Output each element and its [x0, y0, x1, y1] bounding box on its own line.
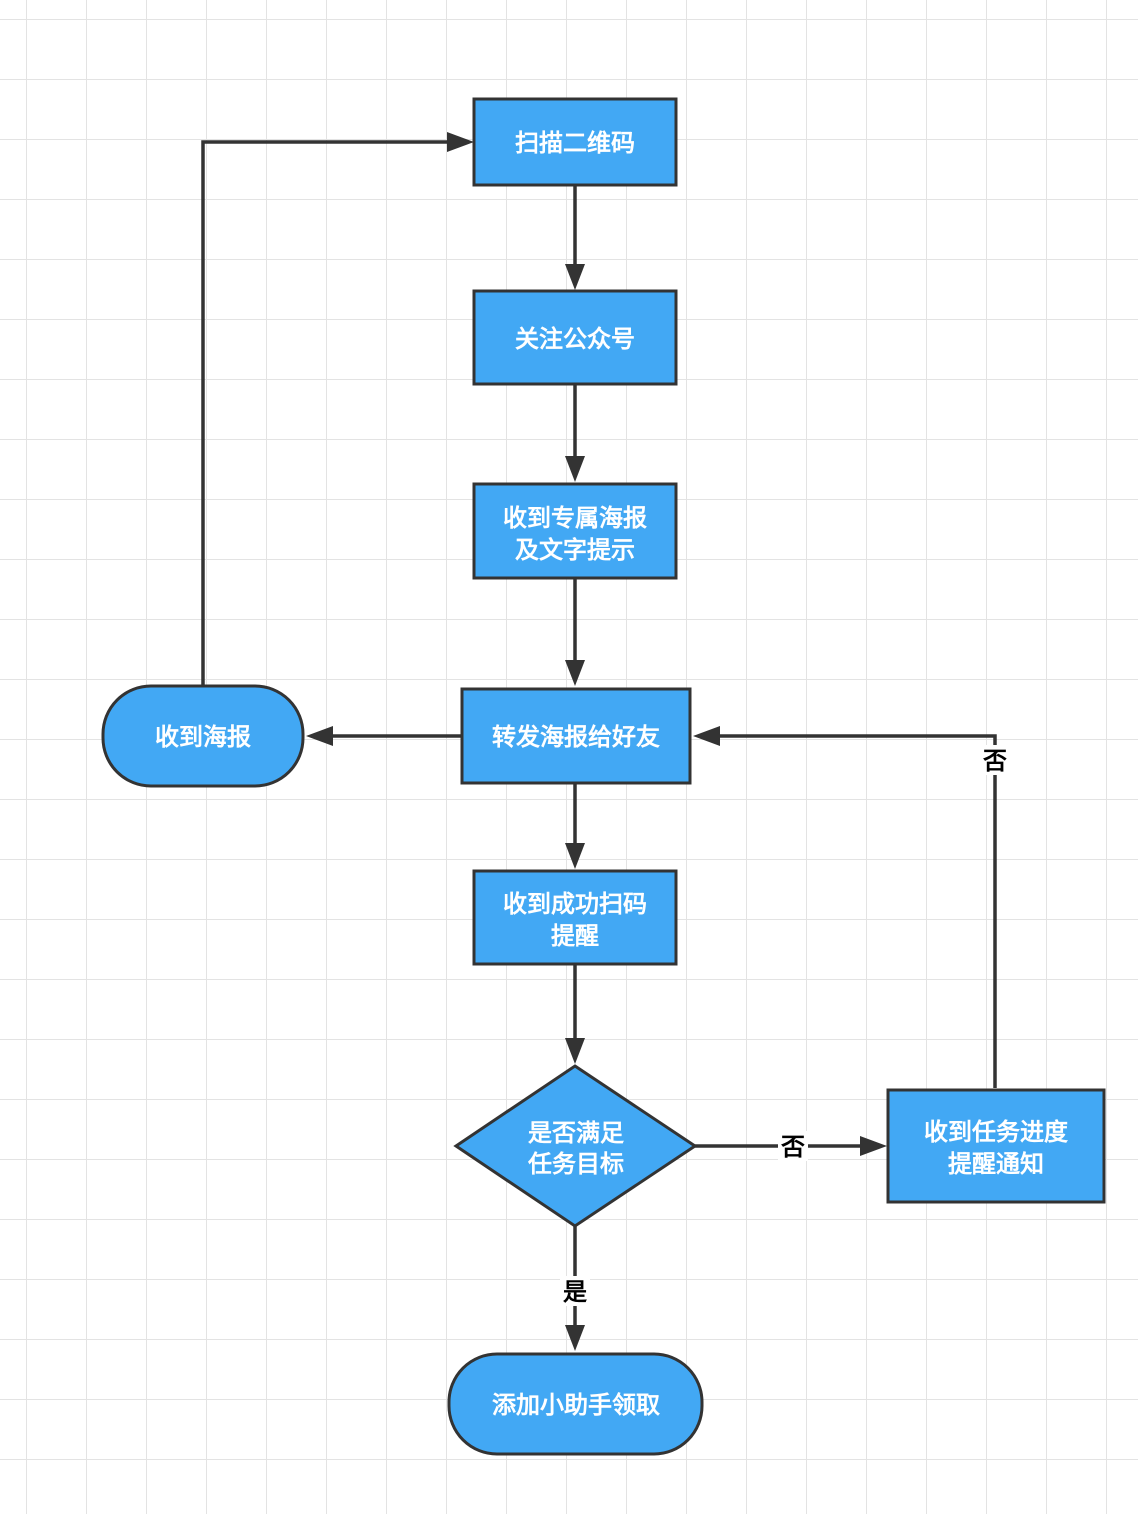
- process-box: [472, 97, 678, 187]
- node-label: 收到海报: [155, 723, 251, 751]
- node-label-line-1: 收到成功扫码: [503, 890, 647, 918]
- process-box: [472, 482, 678, 580]
- node-forward-poster: 转发海报给好友: [460, 687, 692, 785]
- node-scan-success-notice: 收到成功扫码 提醒: [472, 869, 678, 966]
- arrowhead-progress: [860, 1136, 887, 1156]
- terminal-shape: [447, 1352, 704, 1456]
- process-box: [472, 289, 678, 386]
- node-receive-poster-tips: 收到专属海报 及文字提示: [472, 482, 678, 580]
- node-friend-receives-poster: 收到海报: [101, 684, 305, 788]
- process-box: [886, 1088, 1106, 1204]
- label-bg-no-up: [980, 745, 1010, 775]
- node-task-progress-notice: 收到任务进度 提醒通知: [886, 1088, 1106, 1204]
- arrowhead-forward-back: [693, 726, 720, 746]
- edge-label-yes-down: 是: [563, 1278, 587, 1306]
- node-task-goal-check: 是否满足 任务目标: [453, 1064, 698, 1228]
- node-label-line-2: 提醒: [551, 922, 599, 950]
- arrowhead-check: [565, 1038, 585, 1064]
- node-label-line-1: 是否满足: [528, 1119, 624, 1147]
- decision-diamond: [453, 1064, 698, 1228]
- node-label-line-2: 提醒通知: [948, 1150, 1044, 1178]
- node-label: 扫描二维码: [515, 129, 635, 157]
- edge-progress-to-forward: [712, 734, 997, 1088]
- terminal-shape: [101, 684, 305, 788]
- node-label-line-2: 任务目标: [527, 1150, 624, 1178]
- arrowhead-follow: [565, 264, 585, 290]
- edge-friend-to-scan: [201, 140, 455, 686]
- node-add-assistant-claim: 添加小助手领取: [447, 1352, 704, 1456]
- process-box: [460, 687, 692, 785]
- edge-label-no-up: 否: [982, 747, 1007, 775]
- node-label-line-1: 收到专属海报: [503, 504, 647, 532]
- arrowhead-poster: [565, 456, 585, 482]
- arrowhead-success: [565, 843, 585, 869]
- edge-label-no-right: 否: [780, 1133, 805, 1161]
- edge-labels: 否 否 是: [560, 745, 1010, 1306]
- process-box: [472, 869, 678, 966]
- edges: [201, 132, 997, 1351]
- label-bg-no-right: [778, 1131, 808, 1161]
- label-bg-yes-down: [560, 1276, 590, 1306]
- arrowhead-claim: [565, 1325, 585, 1351]
- node-label: 添加小助手领取: [492, 1391, 660, 1419]
- node-label: 转发海报给好友: [492, 723, 660, 751]
- arrowhead-scan: [447, 132, 474, 152]
- node-label-line-2: 及文字提示: [515, 536, 635, 564]
- arrowhead-friend: [306, 726, 333, 746]
- arrowhead-forward: [565, 660, 585, 686]
- node-label-line-1: 收到任务进度: [924, 1118, 1069, 1146]
- node-label: 关注公众号: [515, 325, 635, 353]
- node-scan-qr: 扫描二维码: [472, 97, 678, 187]
- node-follow-account: 关注公众号: [472, 289, 678, 386]
